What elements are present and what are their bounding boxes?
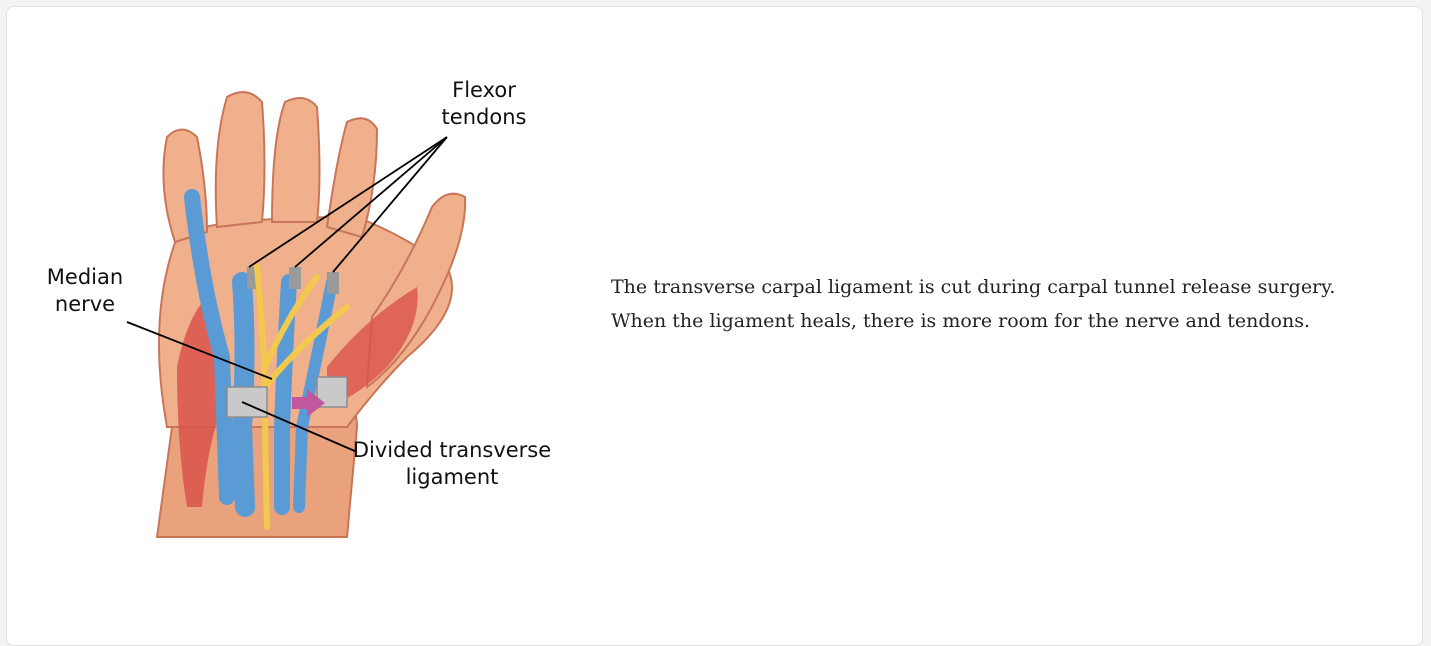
- hand-anatomy-illustration: Flexor tendons Median nerve Divided tran…: [27, 67, 587, 547]
- label-divided-line1: Divided transverse: [353, 438, 551, 462]
- label-divided-line2: ligament: [406, 465, 499, 489]
- divided-ligament-drawing: [227, 387, 267, 417]
- label-median-line2: nerve: [55, 292, 115, 316]
- finger-ring: [216, 92, 265, 227]
- tendon-end-2: [289, 267, 301, 289]
- label-flexor-tendons: Flexor tendons: [424, 77, 544, 131]
- label-flexor-line1: Flexor: [452, 78, 516, 102]
- content-card: Flexor tendons Median nerve Divided tran…: [6, 6, 1423, 646]
- tendon-end-3: [327, 272, 339, 294]
- figure-caption: The transverse carpal ligament is cut du…: [611, 270, 1371, 338]
- label-median-line1: Median: [47, 265, 123, 289]
- finger-middle: [272, 98, 320, 222]
- label-divided-ligament: Divided transverse ligament: [347, 437, 557, 491]
- label-median-nerve: Median nerve: [35, 264, 135, 318]
- label-flexor-line2: tendons: [442, 105, 527, 129]
